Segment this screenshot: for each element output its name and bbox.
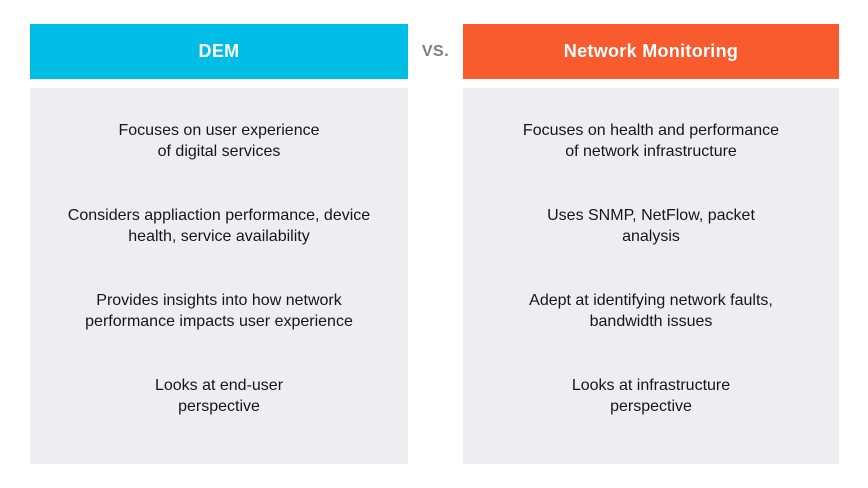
network-monitoring-panel: Focuses on health and performance of net… [463, 88, 839, 464]
comparison-item-line: bandwidth issues [589, 312, 713, 330]
comparison-item-line: Uses SNMP, NetFlow, packet [547, 206, 755, 224]
comparison-item-line: Looks at infrastructure [571, 376, 731, 394]
dem-header-label: DEM [198, 41, 240, 61]
comparison-item: Looks at end-user perspective [42, 353, 396, 438]
network-monitoring-header: Network Monitoring [463, 24, 839, 79]
comparison-item-line: Looks at end-user [154, 376, 284, 394]
comparison-item-line: Focuses on user experience [118, 121, 320, 139]
vs-label-text: VS. [421, 42, 450, 60]
comparison-item: Focuses on health and performance of net… [475, 98, 827, 183]
vs-label: VS. [408, 24, 463, 79]
comparison-item-line: Considers appliaction performance, devic… [67, 206, 371, 224]
comparison-item-line: of network infrastructure [565, 142, 737, 160]
comparison-item-line: of digital services [157, 142, 281, 160]
comparison-item-line: Adept at identifying network faults, [529, 291, 773, 309]
dem-header: DEM [30, 24, 408, 79]
dem-panel: Focuses on user experience of digital se… [30, 88, 408, 464]
network-monitoring-header-label: Network Monitoring [563, 41, 739, 61]
comparison-item-line: health, service availability [128, 227, 310, 245]
comparison-item-line: perspective [610, 397, 692, 415]
comparison-item: Focuses on user experience of digital se… [42, 98, 396, 183]
comparison-item: Considers appliaction performance, devic… [42, 183, 396, 268]
comparison-item: Uses SNMP, NetFlow, packet analysis [475, 183, 827, 268]
comparison-item: Provides insights into how network perfo… [42, 268, 396, 353]
comparison-item-line: perspective [178, 397, 260, 415]
comparison-item-line: analysis [622, 227, 680, 245]
comparison-item: Adept at identifying network faults, ban… [475, 268, 827, 353]
comparison-item-line: performance impacts user experience [85, 312, 353, 330]
comparison-item-line: Provides insights into how network [96, 291, 342, 309]
comparison-item-line: Focuses on health and performance [522, 121, 780, 139]
comparison-item: Looks at infrastructure perspective [475, 353, 827, 438]
